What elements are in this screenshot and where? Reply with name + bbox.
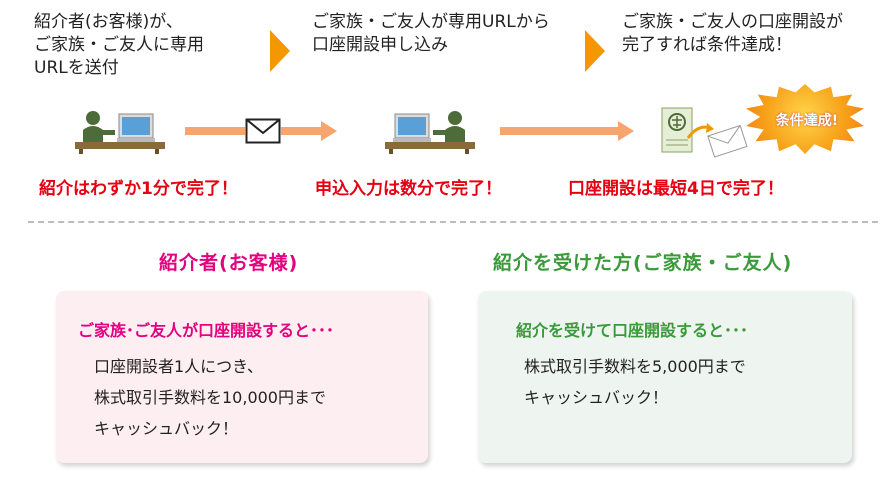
person-at-computer-icon bbox=[385, 111, 475, 154]
badge-label: 条件達成! bbox=[775, 113, 839, 129]
referrer-title: 紹介者(お客様) bbox=[159, 252, 299, 274]
referee-title: 紹介を受けた方(ご家族・ご友人) bbox=[493, 252, 793, 274]
duration-account-opening: 口座開設は最短4日で完了！ bbox=[568, 179, 784, 199]
duration-referral: 紹介はわずか1分で完了！ bbox=[39, 179, 238, 199]
step3-text: ご家族・ご友人の口座開設が 完了すれば条件達成！ bbox=[622, 12, 843, 55]
flow-arrow bbox=[281, 127, 321, 135]
account-document-icon bbox=[661, 107, 748, 158]
referee-card: 紹介を受けて口座開設すると･･･ 株式取引手数料を5,000円まで キャッシュバ… bbox=[478, 291, 852, 463]
person-at-computer-icon bbox=[75, 111, 165, 154]
step2-text: ご家族・ご友人が専用URLから 口座開設申し込み bbox=[312, 12, 550, 55]
referee-body: 株式取引手数料を5,000円まで キャッシュバック！ bbox=[524, 357, 746, 407]
chevron-right-icon bbox=[585, 30, 605, 72]
referrer-body: 口座開設者1人につき、 株式取引手数料を10,000円まで キャッシュバック！ bbox=[94, 357, 326, 438]
dashed-divider bbox=[28, 221, 878, 223]
flow-arrow bbox=[500, 127, 618, 135]
step1-text: 紹介者(お客様)が、 ご家族・ご友人に専用 URLを送付 bbox=[34, 12, 204, 78]
referrer-heading: ご家族･ご友人が口座開設すると･･･ bbox=[78, 321, 335, 340]
arrow-head-icon bbox=[618, 121, 634, 141]
flow-arrow bbox=[185, 127, 245, 135]
referrer-card: ご家族･ご友人が口座開設すると･･･ 口座開設者1人につき、 株式取引手数料を1… bbox=[56, 291, 428, 463]
envelope-icon bbox=[245, 118, 281, 144]
chevron-right-icon bbox=[270, 30, 290, 72]
referee-heading: 紹介を受けて口座開設すると･･･ bbox=[516, 321, 749, 340]
arrow-head-icon bbox=[321, 121, 337, 141]
duration-application: 申込入力は数分で完了！ bbox=[315, 179, 502, 199]
